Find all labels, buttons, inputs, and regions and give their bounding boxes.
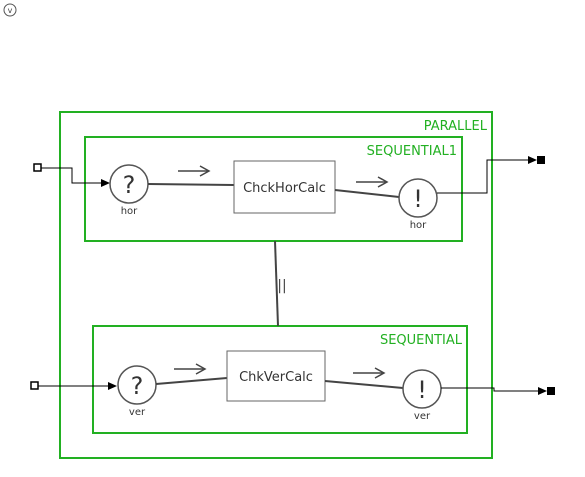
hor-flow-arrow-1: [178, 165, 211, 177]
hor-output-symbol: !: [413, 185, 423, 213]
ver-output-arrowhead: [538, 387, 547, 395]
collapse-toggle[interactable]: v: [3, 3, 17, 17]
sequential-container[interactable]: [92, 325, 468, 434]
hor-input-arrowhead: [101, 179, 110, 187]
hor-output-port[interactable]: [537, 156, 545, 164]
parallel-bar-symbol: ||: [277, 278, 286, 294]
ver-output-node[interactable]: !: [402, 369, 442, 409]
collapse-toggle-label: v: [8, 6, 13, 15]
ver-output-symbol: !: [417, 376, 427, 404]
chkvercalc-label: ChkVerCalc: [239, 370, 313, 385]
sequential-label: SEQUENTIAL: [380, 333, 463, 348]
hor-connector-in: [147, 183, 235, 186]
sequential1-label: SEQUENTIAL1: [367, 144, 457, 159]
ver-output-wire: [441, 387, 540, 392]
hor-output-node[interactable]: !: [398, 178, 438, 218]
hor-input-node[interactable]: ?: [109, 164, 149, 204]
ver-input-port[interactable]: [30, 381, 39, 390]
ver-input-symbol: ?: [131, 372, 144, 400]
chckhorcalc-label: ChckHorCalc: [243, 181, 326, 196]
ver-connector-out: [324, 380, 404, 389]
hor-connector-out: [334, 189, 400, 198]
chkvercalc-block[interactable]: ChkVerCalc: [226, 350, 326, 402]
hor-input-label: hor: [121, 206, 138, 217]
parallel-connector: [274, 240, 279, 327]
ver-flow-arrow-2: [353, 367, 386, 379]
ver-flow-arrow-1: [174, 363, 207, 375]
ver-connector-in: [155, 377, 228, 385]
ver-output-port[interactable]: [547, 387, 555, 395]
ver-output-label: ver: [414, 411, 431, 422]
chckhorcalc-block[interactable]: ChckHorCalc: [233, 160, 336, 214]
ver-input-label: ver: [129, 407, 146, 418]
hor-output-wire: [437, 159, 530, 194]
hor-output-arrowhead: [528, 156, 537, 164]
hor-output-label: hor: [410, 220, 427, 231]
hor-input-symbol: ?: [123, 171, 136, 199]
hor-flow-arrow-2: [356, 176, 389, 188]
parallel-container[interactable]: [59, 111, 493, 459]
sequential1-container[interactable]: [84, 136, 463, 242]
ver-input-arrowhead: [108, 382, 117, 390]
ver-input-node[interactable]: ?: [117, 365, 157, 405]
hor-input-wire: [41, 167, 103, 184]
hor-input-port[interactable]: [33, 163, 42, 172]
parallel-label: PARALLEL: [424, 119, 488, 134]
